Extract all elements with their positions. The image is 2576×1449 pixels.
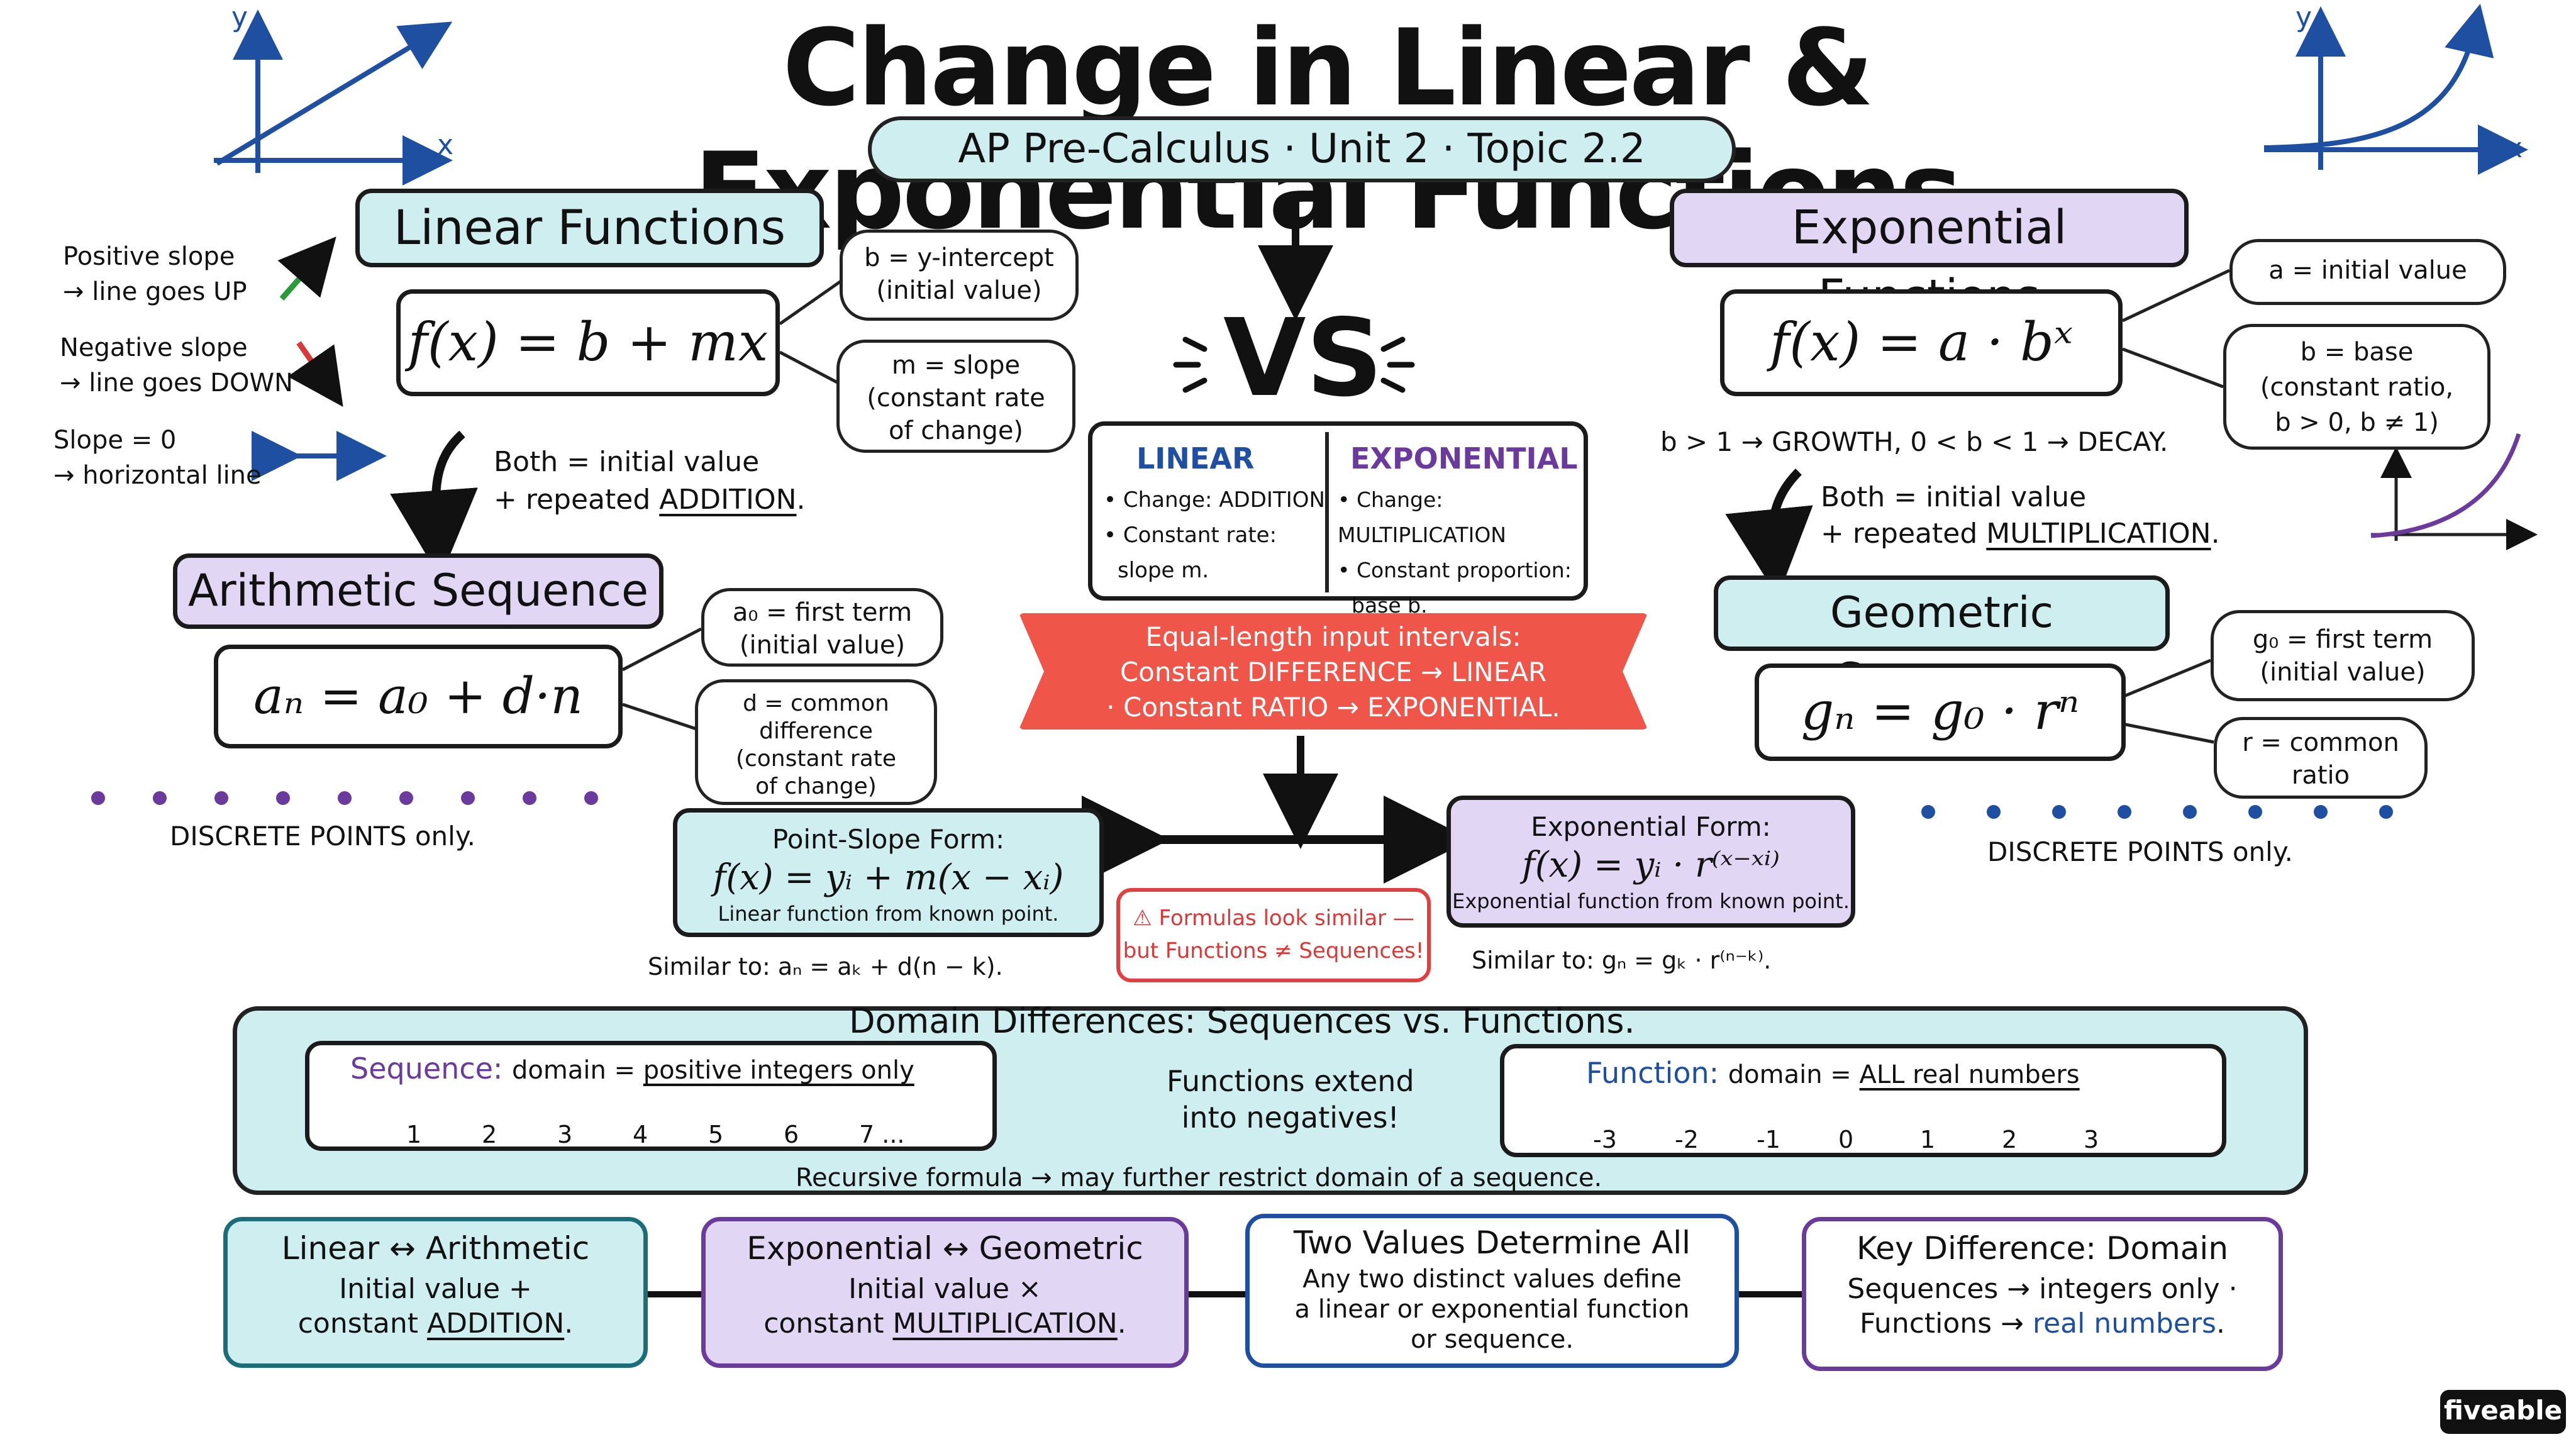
left-y-axis-label: y (231, 1, 248, 33)
right-y-axis-label: y (2296, 1, 2312, 33)
zero-slope-note: Slope = 0→ horizontal line (53, 426, 262, 490)
geometric-formula: gₙ = g₀ · rⁿ (1755, 663, 2126, 761)
linear-mini-graph-icon (214, 9, 453, 186)
a-initial-value-note: a = initial value (2229, 239, 2506, 305)
arithmetic-formula: aₙ = a₀ + d·n (214, 645, 623, 748)
a0-first-term-note: a₀ = first term(initial value) (701, 588, 943, 667)
left-x-axis-label: x (437, 129, 454, 161)
b-base-note: b = base(constant ratio,b > 0, b ≠ 1) (2223, 324, 2490, 450)
subtitle-pill: AP Pre-Calculus · Unit 2 · Topic 2.2 (868, 116, 1736, 182)
arithmetic-discrete-label: DISCRETE POINTS only. (170, 821, 476, 852)
function-tick-label: 1 (1920, 1126, 1936, 1153)
positive-slope-note: Positive slope→ line goes UP (63, 242, 247, 306)
down-arrow-icon (287, 341, 343, 407)
sequence-tick-label: 3 (557, 1121, 573, 1148)
function-tick-label: 2 (2002, 1126, 2018, 1153)
arithmetic-discrete-dots (91, 791, 646, 808)
vs-exponential-head: EXPONENTIAL (1350, 441, 1578, 475)
point-slope-similar: Similar to: aₙ = aₖ + d(n − k). (648, 953, 1003, 980)
formulas-warning: ⚠ Formulas look similar — but Functions … (1116, 888, 1431, 982)
function-tick-label: -3 (1593, 1126, 1617, 1153)
growth-curve-icon (2370, 433, 2538, 550)
warning-icon: ⚠ (1133, 906, 1159, 931)
sequence-tick-label: 7 ... (859, 1121, 905, 1148)
b-intercept-note: b = y-intercept(initial value) (840, 230, 1079, 321)
vs-exponential-items: • Change: MULTIPLICATION• Constant propo… (1338, 487, 1572, 618)
geometric-sequence-header: Geometric Sequence (1714, 575, 2170, 704)
sequence-domain-box: Sequence: domain = positive integers onl… (305, 1041, 997, 1151)
exponential-form-similar: Similar to: gₙ = gₖ · r⁽ⁿ⁻ᵏ⁾. (1472, 947, 1772, 974)
vs-label: VS (1223, 296, 1384, 421)
equal-intervals-banner: Equal-length input intervals:Constant DI… (1019, 613, 1648, 730)
exponential-form-box: Exponential Form: f(x) = yᵢ · r⁽ˣ⁻ˣⁱ⁾ Ex… (1446, 796, 1855, 928)
function-domain-box: Function: domain = ALL real numbers (1500, 1044, 2226, 1157)
exponential-functions-header: Exponential Functions (1670, 189, 2189, 324)
vs-linear-items: • Change: ADDITION• Constant rate:slope … (1104, 487, 1325, 583)
function-tick-label: 0 (1838, 1126, 1854, 1153)
sequence-tick-label: 4 (633, 1121, 648, 1148)
growth-decay-note: b > 1 → GROWTH, 0 < b < 1 → DECAY. (1660, 426, 2168, 457)
two-values-box: Two Values Determine All Any two distinc… (1245, 1214, 1739, 1368)
vs-linear-head: LINEAR (1136, 441, 1255, 475)
linear-functions-header: Linear Functions (355, 189, 824, 267)
sequence-tick-label: 1 (406, 1121, 422, 1148)
vs-sparkle-icon (1173, 336, 1415, 393)
up-arrow-icon (277, 236, 336, 301)
right-x-axis-label: x (2506, 132, 2523, 164)
fiveable-logo: fiveable (2440, 1390, 2566, 1434)
g0-first-term-note: g₀ = first term(initial value) (2211, 610, 2475, 701)
function-tick-label: 3 (2084, 1126, 2099, 1153)
linear-formula: f(x) = b + mx (396, 289, 780, 396)
key-difference-box: Key Difference: Domain Sequences → integ… (1802, 1217, 2283, 1371)
sequence-tick-label: 5 (708, 1121, 724, 1148)
function-tick-label: -1 (1757, 1126, 1780, 1153)
negative-slope-note: Negative slope→ line goes DOWN (60, 333, 293, 397)
linear-arithmetic-box: Linear ↔ Arithmetic Initial value + cons… (223, 1217, 648, 1368)
geometric-discrete-label: DISCRETE POINTS only. (1987, 836, 2294, 867)
recursive-formula-note: Recursive formula → may further restrict… (796, 1163, 1602, 1192)
geometric-discrete-dots (1921, 805, 2445, 821)
point-slope-form-box: Point-Slope Form: f(x) = yᵢ + m(x − xᵢ) … (673, 808, 1104, 937)
function-tick-label: -2 (1675, 1126, 1699, 1153)
domain-differences-header: Domain Differences: Sequences vs. Functi… (849, 1001, 1635, 1041)
exponential-both-note: Both = initial value + repeated MULTIPLI… (1821, 481, 2220, 550)
exponential-formula: f(x) = a · bˣ (1720, 289, 2123, 396)
arithmetic-sequence-header: Arithmetic Sequence (173, 553, 663, 629)
sequence-tick-label: 2 (482, 1121, 497, 1148)
exponential-mini-graph-icon (2263, 3, 2528, 175)
sequence-tick-label: 6 (784, 1121, 799, 1148)
exponential-geometric-box: Exponential ↔ Geometric Initial value × … (701, 1217, 1189, 1368)
linear-both-note: Both = initial value + repeated ADDITION… (494, 446, 806, 516)
vs-comparison-box: LINEAR • Change: ADDITION• Constant rate… (1088, 421, 1588, 618)
